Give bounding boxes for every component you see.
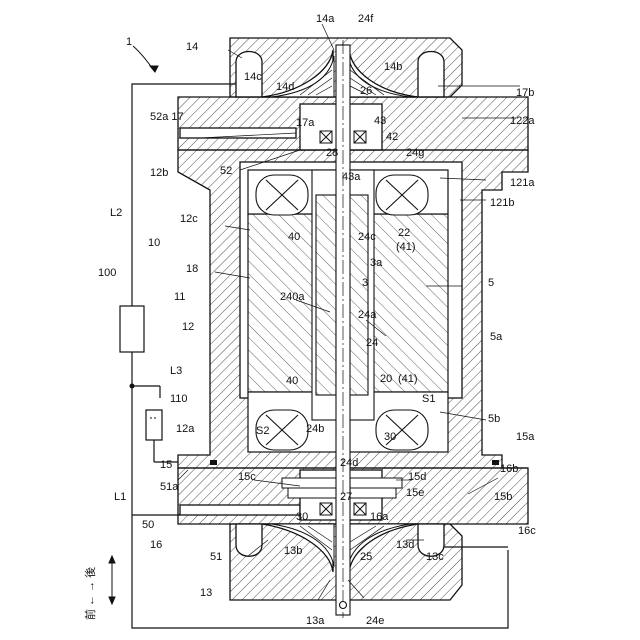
label-L2: L2 — [110, 207, 122, 219]
label-15e: 15e — [406, 487, 424, 499]
label-25: 25 — [360, 551, 372, 563]
label-43: 43 — [374, 115, 386, 127]
bearing-housing-17 — [178, 97, 528, 150]
reference-arrow-1 — [133, 46, 158, 72]
direction-arrow — [109, 556, 115, 604]
label-12: 12 — [182, 321, 194, 333]
label-52a-17: 52a 17 — [150, 111, 184, 123]
label-24d: 24d — [340, 457, 358, 469]
label-28: 28 — [326, 147, 338, 159]
shaft-24 — [336, 40, 350, 618]
label-10: 10 — [148, 237, 160, 249]
label-11: 11 — [174, 291, 185, 303]
label-3: 3 — [362, 277, 368, 289]
label-41a: (41) — [396, 241, 416, 253]
valve-110 — [146, 410, 162, 440]
label-18: 18 — [186, 263, 198, 275]
label-16c: 16c — [518, 525, 536, 537]
label-52: 52 — [220, 165, 232, 177]
label-5b: 5b — [488, 413, 500, 425]
label-L1: L1 — [114, 491, 126, 503]
label-42: 42 — [386, 131, 398, 143]
label-14d: 14d — [276, 81, 294, 93]
label-13a: 13a — [306, 615, 325, 627]
label-L3: L3 — [170, 365, 182, 377]
label-5: 5 — [488, 277, 494, 289]
label-12a: 12a — [176, 423, 195, 435]
label-122a: 122a — [510, 115, 535, 127]
label-50: 50 — [142, 519, 154, 531]
label-17a: 17a — [296, 117, 315, 129]
label-24b: 24b — [306, 423, 324, 435]
label-41b: (41) — [398, 373, 418, 385]
label-43a: 43a — [342, 171, 361, 183]
label-14a: 14a — [316, 13, 335, 25]
direction-axis-label: 前 ← → 後 — [83, 567, 97, 620]
label-15b: 15b — [494, 491, 512, 503]
label-110: 110 — [170, 393, 188, 405]
label-S2: S2 — [256, 425, 269, 437]
label-16b: 16b — [500, 463, 518, 475]
label-14: 14 — [186, 41, 198, 53]
label-24c: 24c — [358, 231, 376, 243]
label-30b: 30 — [296, 511, 308, 523]
label-22: 22 — [398, 227, 410, 239]
label-15c: 15c — [238, 471, 256, 483]
label-27: 27 — [340, 491, 352, 503]
label-51: 51 — [210, 551, 222, 563]
label-12b: 12b — [150, 167, 168, 179]
label-24: 24 — [366, 337, 378, 349]
label-14b: 14b — [384, 61, 402, 73]
label-121b: 121b — [490, 197, 514, 209]
label-24e: 24e — [366, 615, 384, 627]
label-15a: 15a — [516, 431, 535, 443]
label-S1: S1 — [422, 393, 435, 405]
label-15: 15 — [160, 459, 172, 471]
label-17b: 17b — [516, 87, 534, 99]
label-16: 16 — [150, 539, 162, 551]
label-20: 20 — [380, 373, 392, 385]
label-30a: 30 — [384, 431, 396, 443]
label-5a: 5a — [490, 331, 503, 343]
junction-dot — [130, 384, 135, 389]
label-14c: 14c — [244, 71, 262, 83]
label-3a: 3a — [370, 257, 383, 269]
label-13c: 13c — [426, 551, 444, 563]
label-24g: 24g — [406, 147, 424, 159]
label-24a: 24a — [358, 309, 377, 321]
label-100: 100 — [98, 267, 116, 279]
controller-100 — [120, 306, 144, 352]
label-51a: 51a — [160, 481, 179, 493]
label-13d: 13d — [396, 539, 414, 551]
label-26: 26 — [360, 85, 372, 97]
label-12c: 12c — [180, 213, 198, 225]
label-13b: 13b — [284, 545, 302, 557]
label-1: 1 — [126, 36, 132, 48]
label-16a: 16a — [370, 511, 389, 523]
label-24f: 24f — [358, 13, 374, 25]
label-240a: 240a — [280, 291, 305, 303]
label-13: 13 — [200, 587, 212, 599]
label-15d: 15d — [408, 471, 426, 483]
label-121a: 121a — [510, 177, 535, 189]
label-40a: 40 — [288, 231, 300, 243]
label-40b: 40 — [286, 375, 298, 387]
